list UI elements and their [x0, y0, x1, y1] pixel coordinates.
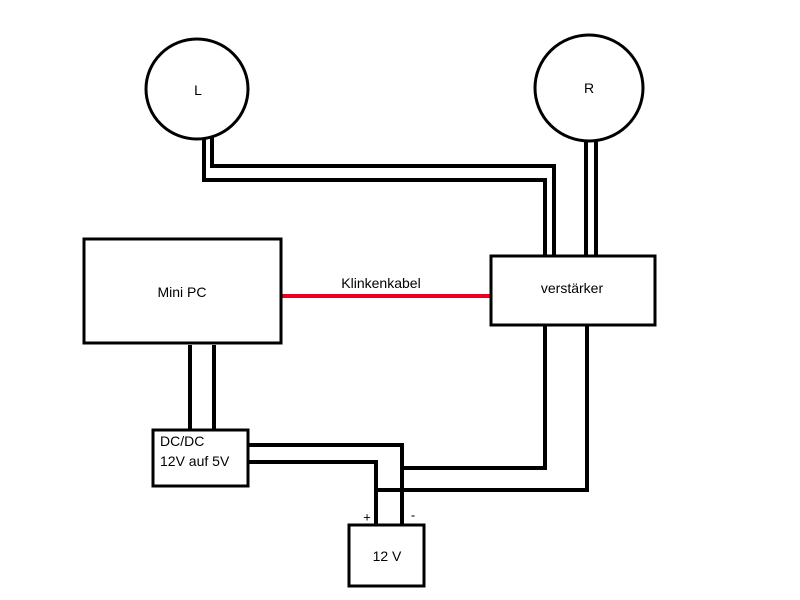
power-supply-label: 12 V	[372, 548, 402, 564]
audio-cable-label: Klinkenkabel	[341, 275, 421, 291]
mini-pc-label: Mini PC	[157, 284, 207, 300]
amplifier-box	[489, 254, 657, 327]
speaker-left-label: L	[194, 82, 202, 98]
wire-left-speaker-outer	[202, 137, 547, 255]
wire-left-speaker-inner	[210, 137, 556, 255]
speaker-left	[144, 37, 250, 141]
speaker-right-label: R	[583, 80, 595, 96]
power-minus-label: -	[410, 507, 416, 523]
dcdc-box	[151, 428, 250, 488]
wire-dcdc-minus	[248, 443, 404, 525]
mini-pc-box	[82, 237, 283, 345]
wire-amp-power-1	[402, 323, 547, 470]
wire-amp-power-2	[376, 323, 589, 492]
dcdc-label-line2: 12V auf 5V	[160, 453, 230, 469]
power-plus-label: +	[363, 509, 371, 525]
speaker-right	[533, 33, 645, 143]
wire-dcdc-plus	[248, 460, 378, 525]
dcdc-label-line1: DC/DC	[160, 433, 205, 449]
amplifier-label: verstärker	[540, 280, 604, 296]
power-supply-box	[347, 523, 426, 588]
